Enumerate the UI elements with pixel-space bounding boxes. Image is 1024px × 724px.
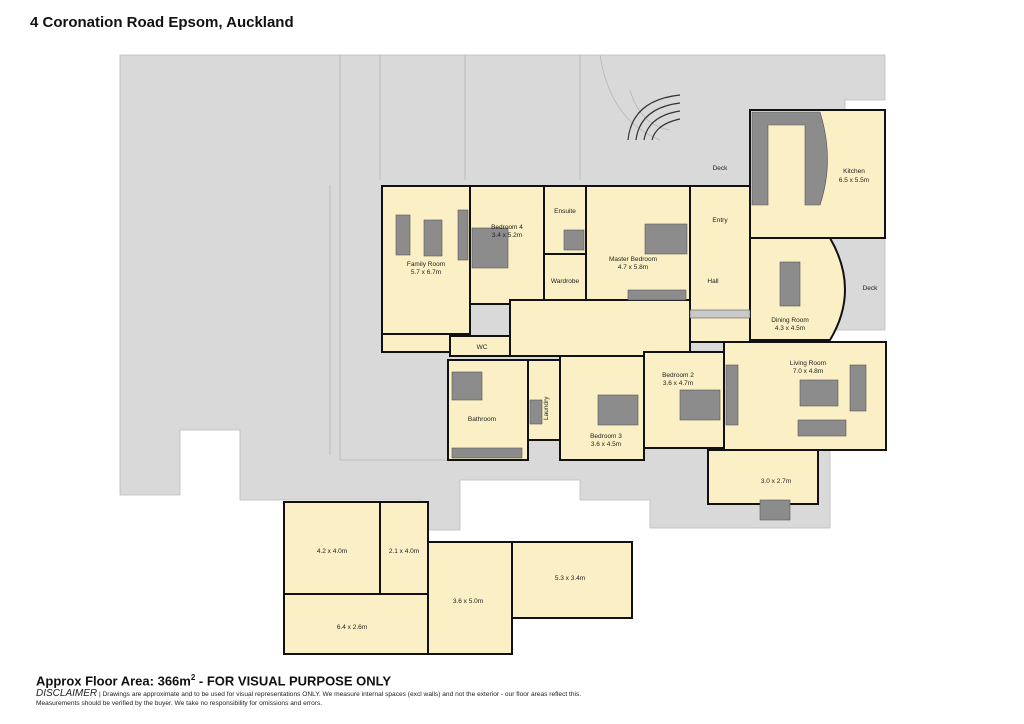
disclaimer-line-2: Measurements should be verified by the b…	[36, 700, 323, 707]
laundry-tub	[529, 399, 543, 425]
family-table	[423, 219, 443, 257]
plan-title: 4 Coronation Road Epsom, Auckland	[30, 14, 294, 31]
family-sofa	[395, 214, 411, 256]
master-bedroom-name: Master Bedroom	[609, 256, 657, 263]
bath-shower	[451, 371, 483, 401]
bed-2	[679, 389, 721, 421]
dining-room-dims: 4.3 x 4.5m	[775, 325, 805, 332]
family-unit	[457, 209, 469, 261]
living-chair	[849, 364, 867, 412]
laundry-name: Laundry	[543, 396, 550, 420]
floor-area-note: Approx Floor Area: 366m2 - FOR VISUAL PU…	[36, 673, 391, 688]
deck-top-name: Deck	[713, 165, 729, 172]
room-labels: Family Room 5.7 x 6.7m Bedroom 4 3.4 x 5…	[317, 165, 878, 631]
wc	[449, 335, 511, 357]
wc-name: WC	[477, 344, 488, 351]
dining-room-name: Dining Room	[771, 317, 809, 324]
lower-room-5	[283, 593, 429, 655]
bed-4	[471, 227, 509, 269]
master-bedroom-dims: 4.7 x 5.8m	[618, 264, 648, 271]
family-room-name: Family Room	[407, 261, 445, 268]
bathroom-name: Bathroom	[468, 416, 496, 423]
bedroom3-name: Bedroom 3	[590, 433, 622, 440]
living-room-dims: 7.0 x 4.8m	[793, 368, 823, 375]
lower3-dims: 3.6 x 5.0m	[453, 598, 483, 605]
ensuite-shower	[563, 229, 585, 251]
wardrobe	[543, 253, 587, 301]
patio-room-dims: 3.0 x 2.7m	[761, 478, 791, 485]
living-table	[799, 379, 839, 407]
family-room	[381, 185, 471, 335]
bedroom3-dims: 3.6 x 4.5m	[591, 441, 621, 448]
lower-room-3	[427, 541, 513, 655]
lower1-dims: 4.2 x 4.0m	[317, 548, 347, 555]
disclaimer-line-1: | Drawings are approximate and to be use…	[97, 691, 582, 698]
disclaimer: DISCLAIMER | Drawings are approximate an…	[36, 689, 636, 708]
kitchen-dims: 6.5 x 5.5m	[839, 177, 869, 184]
front-steps	[627, 94, 681, 141]
rooms	[283, 109, 887, 655]
paving-lines	[329, 54, 671, 461]
ensuite-name: Ensuite	[554, 208, 576, 215]
bedroom4-dims: 3.4 x 5.2m	[492, 232, 522, 239]
area-suffix: - FOR VISUAL PURPOSE ONLY	[195, 673, 392, 689]
patio-room	[707, 449, 819, 505]
family-room-dims: 5.7 x 6.7m	[411, 269, 441, 276]
dining-table	[779, 261, 801, 307]
deck-right-name: Deck	[863, 285, 879, 292]
living-room-name: Living Room	[790, 360, 826, 367]
kitchen-bench	[751, 111, 828, 206]
lower-room-4	[511, 541, 633, 619]
furniture	[395, 111, 867, 521]
master-cabinet	[627, 289, 687, 301]
bedroom2-name: Bedroom 2	[662, 372, 694, 379]
lower4-dims: 5.3 x 3.4m	[555, 575, 585, 582]
entry-name: Entry	[712, 217, 728, 224]
hall-name: Hall	[707, 278, 719, 285]
master-bed	[644, 223, 688, 255]
area-superscript: 2	[190, 673, 196, 682]
central-hall	[509, 299, 691, 357]
area-prefix: Approx Floor Area: 366m	[36, 673, 191, 689]
bath-vanity	[451, 447, 523, 459]
bedroom2-dims: 3.6 x 4.7m	[663, 380, 693, 387]
family-strip	[381, 333, 451, 353]
living-sofa	[797, 419, 847, 437]
patio-bbq	[759, 499, 791, 521]
kitchen-name: Kitchen	[843, 168, 865, 175]
hall-cabinet	[689, 309, 751, 319]
disclaimer-heading: DISCLAIMER	[36, 688, 98, 699]
lower5-dims: 6.4 x 2.6m	[337, 624, 367, 631]
entry-hall	[689, 185, 751, 343]
living-unit	[725, 364, 739, 426]
bedroom4-name: Bedroom 4	[491, 224, 523, 231]
bed-3	[597, 394, 639, 426]
wardrobe-name: Wardrobe	[551, 278, 580, 285]
lower2-dims: 2.1 x 4.0m	[389, 548, 419, 555]
